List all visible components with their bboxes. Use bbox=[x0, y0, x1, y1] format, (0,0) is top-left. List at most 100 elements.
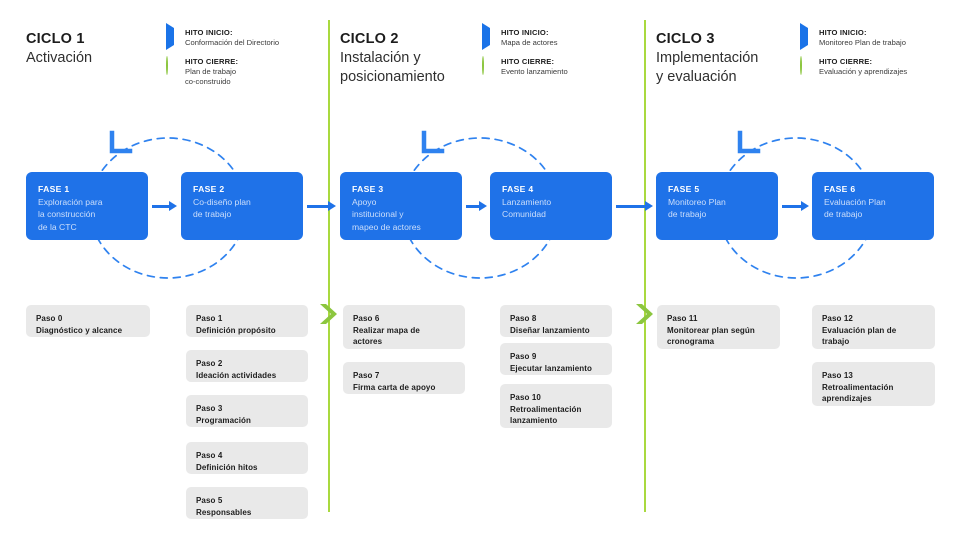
step-box[interactable]: Paso 6 Realizar mapa de actores bbox=[343, 305, 465, 349]
phase-arrow-4-5 bbox=[616, 201, 654, 211]
step-text: Ideación actividades bbox=[196, 370, 277, 380]
phase-arrow-1-2 bbox=[152, 201, 178, 211]
step-box[interactable]: Paso 3 Programación bbox=[186, 395, 308, 427]
step-text: Realizar mapa de actores bbox=[353, 325, 420, 347]
cycle-number: CICLO 3 bbox=[656, 31, 715, 47]
milestone-inicio: HITO INICIO: Conformación del Directorio bbox=[166, 23, 316, 50]
phase-box-6[interactable]: FASE 6 Evaluación Plan de trabajo bbox=[812, 172, 934, 240]
step-number: Paso 5 bbox=[196, 496, 223, 505]
step-text: Monitorear plan según cronograma bbox=[667, 325, 755, 347]
milestone-text: Evento lanzamiento bbox=[501, 67, 568, 76]
step-text: Evaluación plan de trabajo bbox=[822, 325, 897, 347]
step-box[interactable]: Paso 11 Monitorear plan según cronograma bbox=[657, 305, 780, 349]
cycle-header-1: CICLO 1 Activación bbox=[26, 30, 156, 68]
step-box[interactable]: Paso 5 Responsables bbox=[186, 487, 308, 519]
step-box[interactable]: Paso 7 Firma carta de apoyo bbox=[343, 362, 465, 394]
play-triangle-icon bbox=[166, 23, 179, 50]
phase-box-1[interactable]: FASE 1 Exploración para la construcción … bbox=[26, 172, 148, 240]
step-text: Firma carta de apoyo bbox=[353, 382, 436, 392]
cycle-chevron-1 bbox=[318, 302, 337, 324]
step-text: Ejecutar lanzamiento bbox=[510, 363, 593, 373]
phase-description: Evaluación Plan de trabajo bbox=[824, 197, 886, 220]
milestone-title: HITO CIERRE: bbox=[185, 57, 239, 66]
cycle-divider-1 bbox=[328, 20, 330, 512]
play-triangle-icon bbox=[800, 23, 813, 50]
cycle-chevron-2 bbox=[634, 302, 653, 324]
cycle-name: Activación bbox=[26, 50, 93, 66]
milestone-text: Conformación del Directorio bbox=[185, 38, 280, 47]
step-box[interactable]: Paso 9 Ejecutar lanzamiento bbox=[500, 343, 612, 375]
milestones-cycle-2: HITO INICIO: Mapa de actores HITO CIERRE… bbox=[482, 23, 632, 86]
step-box[interactable]: Paso 10 Retroalimentación lanzamiento bbox=[500, 384, 612, 428]
step-number: Paso 1 bbox=[196, 314, 223, 323]
milestone-text: Evaluación y aprendizajes bbox=[819, 67, 908, 76]
phase-description: Exploración para la construcción de la C… bbox=[38, 197, 103, 232]
phase-description: Monitoreo Plan de trabajo bbox=[668, 197, 726, 220]
step-box[interactable]: Paso 8 Diseñar lanzamiento bbox=[500, 305, 612, 337]
step-number: Paso 12 bbox=[822, 314, 853, 323]
phase-arrow-5-6 bbox=[782, 201, 810, 211]
play-triangle-icon bbox=[482, 23, 495, 50]
step-number: Paso 9 bbox=[510, 352, 537, 361]
milestone-title: HITO CIERRE: bbox=[501, 57, 555, 66]
step-box[interactable]: Paso 12 Evaluación plan de trabajo bbox=[812, 305, 935, 349]
phase-title: FASE 3 bbox=[352, 184, 384, 194]
milestones-cycle-1: HITO INICIO: Conformación del Directorio… bbox=[166, 23, 316, 96]
phase-arrow-3-4 bbox=[466, 201, 488, 211]
step-number: Paso 0 bbox=[36, 314, 63, 323]
milestone-title: HITO INICIO: bbox=[501, 28, 549, 37]
phase-description: Apoyo institucional y mapeo de actores bbox=[352, 197, 421, 232]
step-box[interactable]: Paso 4 Definición hitos bbox=[186, 442, 308, 474]
phase-box-4[interactable]: FASE 4 Lanzamiento Comunidad bbox=[490, 172, 612, 240]
circle-outline-icon bbox=[166, 56, 179, 75]
step-number: Paso 8 bbox=[510, 314, 537, 323]
milestone-text: Plan de trabajo co-construido bbox=[185, 67, 237, 86]
phase-description: Lanzamiento Comunidad bbox=[502, 197, 552, 220]
milestone-text: Monitoreo Plan de trabajo bbox=[819, 38, 906, 47]
phase-title: FASE 6 bbox=[824, 184, 856, 194]
cycle-divider-2 bbox=[644, 20, 646, 512]
phase-title: FASE 1 bbox=[38, 184, 70, 194]
cycle-number: CICLO 1 bbox=[26, 31, 85, 47]
phase-box-5[interactable]: FASE 5 Monitoreo Plan de trabajo bbox=[656, 172, 778, 240]
cycle-header-3: CICLO 3 Implementación y evaluación bbox=[656, 30, 806, 86]
milestone-cierre: HITO CIERRE: Evaluación y aprendizajes bbox=[800, 56, 960, 77]
phase-title: FASE 4 bbox=[502, 184, 534, 194]
milestone-text: Mapa de actores bbox=[501, 38, 558, 47]
milestone-title: HITO INICIO: bbox=[185, 28, 233, 37]
circle-outline-icon bbox=[800, 56, 813, 75]
step-text: Responsables bbox=[196, 507, 252, 517]
cycle-name: Instalación y posicionamiento bbox=[340, 50, 445, 85]
phase-box-3[interactable]: FASE 3 Apoyo institucional y mapeo de ac… bbox=[340, 172, 462, 240]
phase-arrow-2-3 bbox=[307, 201, 337, 211]
milestones-cycle-3: HITO INICIO: Monitoreo Plan de trabajo H… bbox=[800, 23, 960, 86]
milestone-title: HITO CIERRE: bbox=[819, 57, 873, 66]
phase-title: FASE 5 bbox=[668, 184, 700, 194]
step-box[interactable]: Paso 13 Retroalimentación aprendizajes bbox=[812, 362, 935, 406]
step-text: Programación bbox=[196, 415, 251, 425]
step-text: Definición hitos bbox=[196, 462, 258, 472]
milestone-cierre: HITO CIERRE: Evento lanzamiento bbox=[482, 56, 632, 77]
step-text: Diagnóstico y alcance bbox=[36, 325, 123, 335]
milestone-inicio: HITO INICIO: Mapa de actores bbox=[482, 23, 632, 50]
cycle-header-2: CICLO 2 Instalación y posicionamiento bbox=[340, 30, 490, 86]
step-text: Retroalimentación aprendizajes bbox=[822, 382, 894, 404]
step-number: Paso 4 bbox=[196, 451, 223, 460]
phase-description: Co-diseño plan de trabajo bbox=[193, 197, 251, 220]
step-text: Definición propósito bbox=[196, 325, 276, 335]
step-text: Diseñar lanzamiento bbox=[510, 325, 590, 335]
milestone-inicio: HITO INICIO: Monitoreo Plan de trabajo bbox=[800, 23, 960, 50]
step-number: Paso 7 bbox=[353, 371, 380, 380]
step-box[interactable]: Paso 2 Ideación actividades bbox=[186, 350, 308, 382]
step-box[interactable]: Paso 0 Diagnóstico y alcance bbox=[26, 305, 150, 337]
step-text: Retroalimentación lanzamiento bbox=[510, 404, 582, 426]
phase-box-2[interactable]: FASE 2 Co-diseño plan de trabajo bbox=[181, 172, 303, 240]
milestone-cierre: HITO CIERRE: Plan de trabajo co-construi… bbox=[166, 56, 316, 87]
step-number: Paso 13 bbox=[822, 371, 853, 380]
step-number: Paso 10 bbox=[510, 393, 541, 402]
cycle-number: CICLO 2 bbox=[340, 31, 399, 47]
step-number: Paso 11 bbox=[667, 314, 698, 323]
cycle-name: Implementación y evaluación bbox=[656, 50, 759, 85]
step-box[interactable]: Paso 1 Definición propósito bbox=[186, 305, 308, 337]
